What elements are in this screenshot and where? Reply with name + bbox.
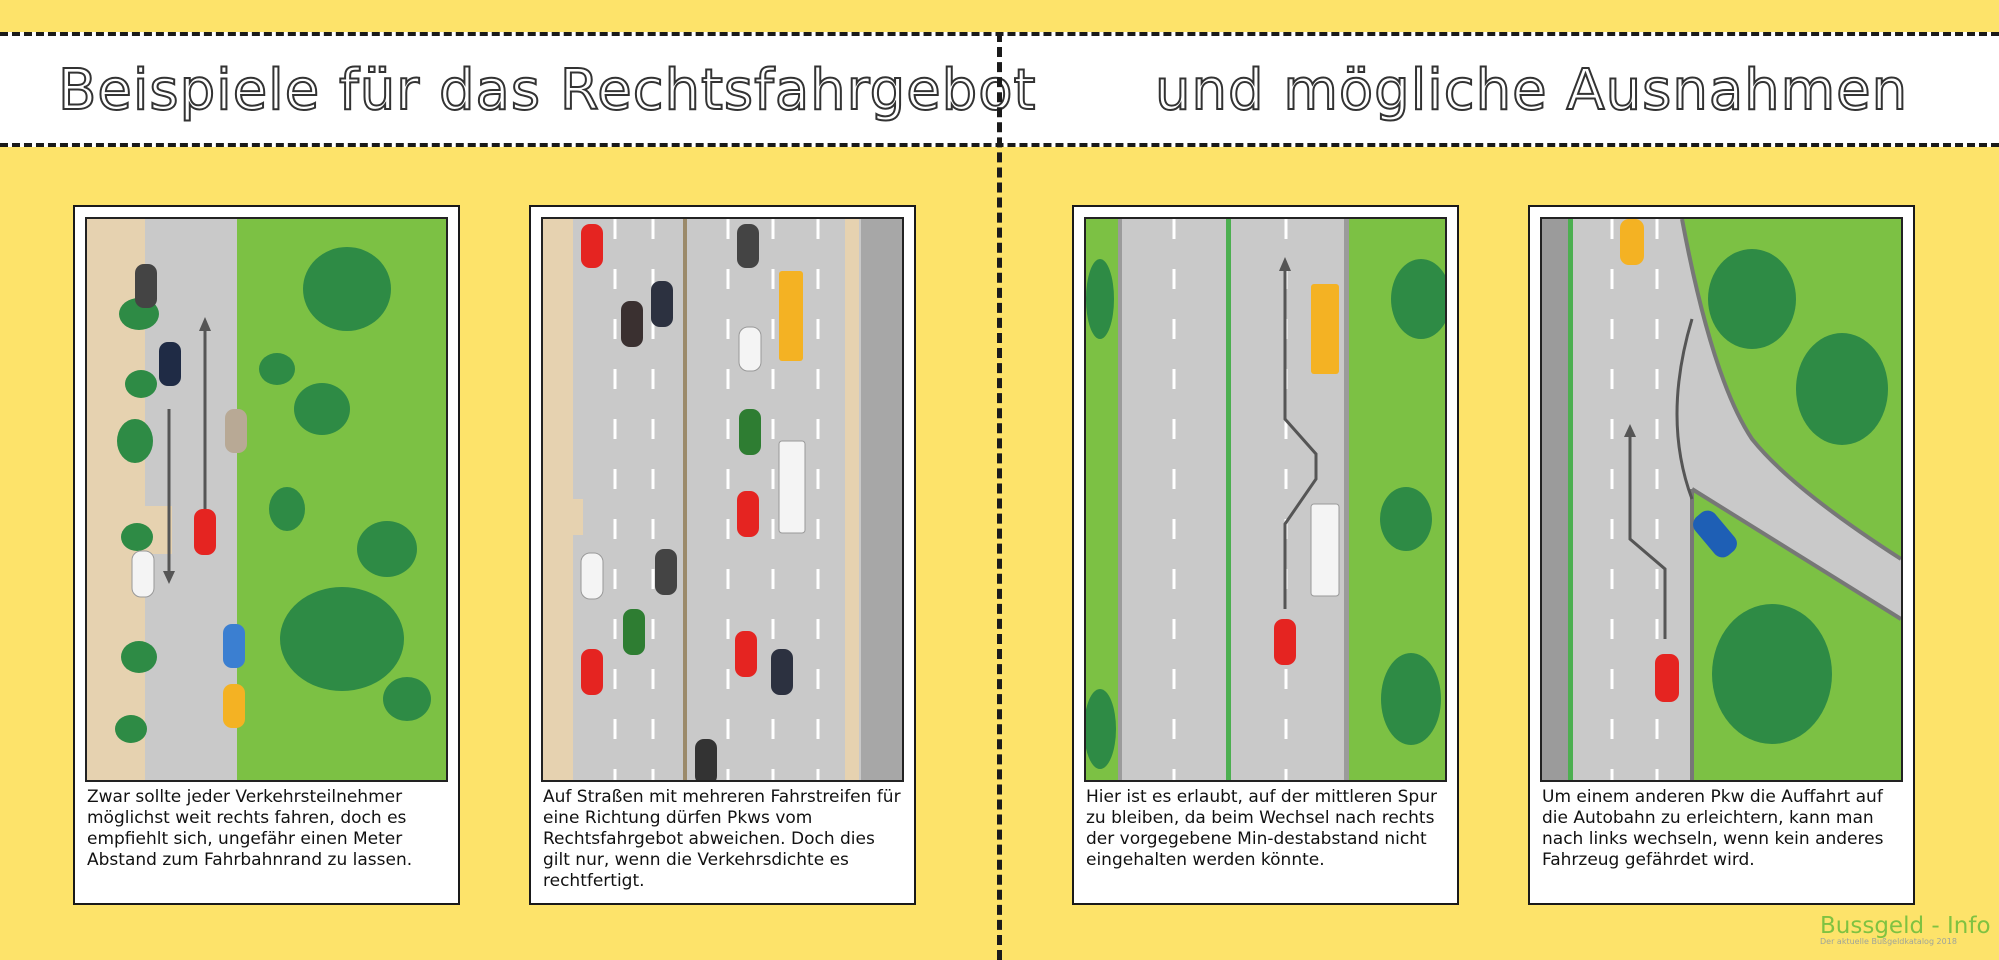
car-dark: [135, 264, 157, 308]
panel-3: Hier ist es erlaubt, auf der mittleren S…: [1072, 205, 1459, 905]
panel-3-illustration: [1084, 217, 1447, 782]
logo-tagline: Der aktuelle Bußgeldkatalog 2018: [1820, 937, 1957, 946]
car-white: [131, 550, 155, 598]
car-navy: [159, 342, 181, 386]
bussgeld-info-logo: Bussgeld - Info Der aktuelle Bußgeldkata…: [1820, 913, 1991, 958]
panel-1: Zwar sollte jeder Verkehrsteilnehmer mög…: [73, 205, 460, 905]
truck-white: [778, 440, 806, 534]
panel-4-caption: Um einem anderen Pkw die Auffahrt auf di…: [1542, 787, 1884, 870]
car-beige: [225, 409, 247, 453]
car-red: [194, 509, 216, 555]
center-dashed-divider: [997, 32, 1002, 960]
panel-4-illustration: [1540, 217, 1903, 782]
panel-2-caption: Auf Straßen mit mehreren Fahrstreifen fü…: [543, 787, 901, 891]
panel-2-illustration: [541, 217, 904, 782]
title-left: Beispiele für das Rechtsfahrgebot: [57, 57, 1037, 124]
car-blue: [223, 624, 245, 668]
logo-name: Bussgeld - Info: [1820, 913, 1991, 939]
panel-3-caption: Hier ist es erlaubt, auf der mittleren S…: [1086, 787, 1437, 870]
panel-2: Auf Straßen mit mehreren Fahrstreifen fü…: [529, 205, 916, 905]
title-right: und mögliche Ausnahmen: [1154, 57, 1909, 124]
truck-yellow: [779, 271, 803, 361]
panel-4: Um einem anderen Pkw die Auffahrt auf di…: [1528, 205, 1915, 905]
panel-1-caption: Zwar sollte jeder Verkehrsteilnehmer mög…: [87, 787, 413, 870]
panel-1-illustration: [85, 217, 448, 782]
car-yellow: [223, 684, 245, 728]
